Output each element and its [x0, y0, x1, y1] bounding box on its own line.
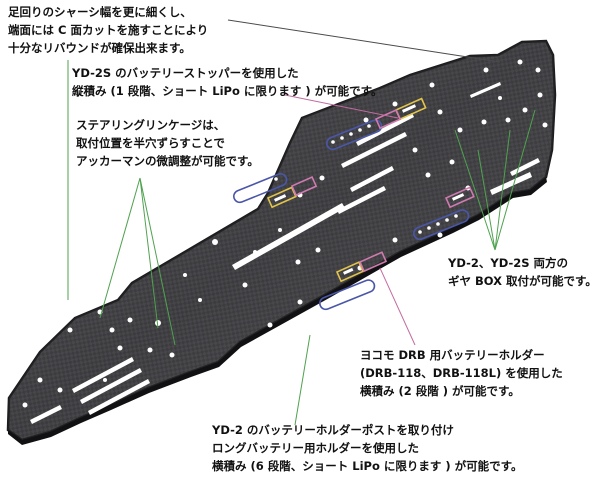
callout-battery-stopper-line-1: YD-2S のバッテリーストッパーを使用した	[72, 66, 299, 80]
callout-steering-linkage-line-1: ステアリングリンケージは、	[76, 118, 226, 132]
chassis-holes	[22, 59, 548, 408]
chassis-slots	[30, 82, 540, 424]
battery-post-hole-rows	[233, 119, 470, 311]
callout-drb-holder-line-1: ヨコモ DRB 用バッテリーホルダー	[360, 348, 545, 362]
callout-gear-box-line-2: ギヤ BOX 取付が可能です。	[448, 274, 597, 288]
callout-steering-linkage: ステアリングリンケージは、 取付位置を半穴ずらすことで アッカーマンの微調整が可…	[76, 116, 259, 170]
callout-gear-box-line-1: YD-2、YD-2S 両方の	[448, 256, 569, 270]
callout-drb-holder-line-3: 横積み (2 段階 ) が可能です。	[360, 384, 520, 398]
callout-gear-box: YD-2、YD-2S 両方の ギヤ BOX 取付が可能です。	[448, 254, 597, 290]
callout-drb-holder-line-2: (DRB-118、DRB-118L) を使用した	[360, 366, 563, 380]
callout-battery-stopper: YD-2S のバッテリーストッパーを使用した 縦積み (1 段階、ショート Li…	[72, 64, 382, 100]
callout-battery-stopper-line-2: 縦積み (1 段階、ショート LiPo に限ります ) が可能です。	[72, 84, 383, 98]
callout-chassis-width: 足回りのシャーシ幅を更に細くし、 端面には C 面カットを施すことにより 十分な…	[8, 3, 208, 57]
highlight-boxes	[266, 97, 475, 283]
callout-steering-linkage-line-2: 取付位置を半穴ずらすことで	[76, 136, 225, 150]
callout-long-holder: YD-2 のバッテリーホルダーポストを取り付け ロングバッテリー用ホルダーを使用…	[212, 421, 522, 475]
callout-chassis-width-line-3: 十分なリバウンドが確保出来ます。	[8, 41, 191, 55]
callout-long-holder-line-2: ロングバッテリー用ホルダーを使用した	[212, 441, 419, 455]
callout-drb-holder: ヨコモ DRB 用バッテリーホルダー (DRB-118、DRB-118L) を使…	[360, 346, 563, 400]
callout-long-holder-line-1: YD-2 のバッテリーホルダーポストを取り付け	[212, 423, 454, 437]
callout-chassis-width-line-1: 足回りのシャーシ幅を更に細くし、	[8, 5, 192, 19]
callout-long-holder-line-3: 横積み (6 段階、ショート LiPo に限ります ) が可能です。	[212, 459, 523, 473]
leader-lines	[67, 19, 536, 426]
callout-steering-linkage-line-3: アッカーマンの微調整が可能です。	[76, 154, 259, 168]
callout-chassis-width-line-2: 端面には C 面カットを施すことにより	[8, 23, 209, 37]
